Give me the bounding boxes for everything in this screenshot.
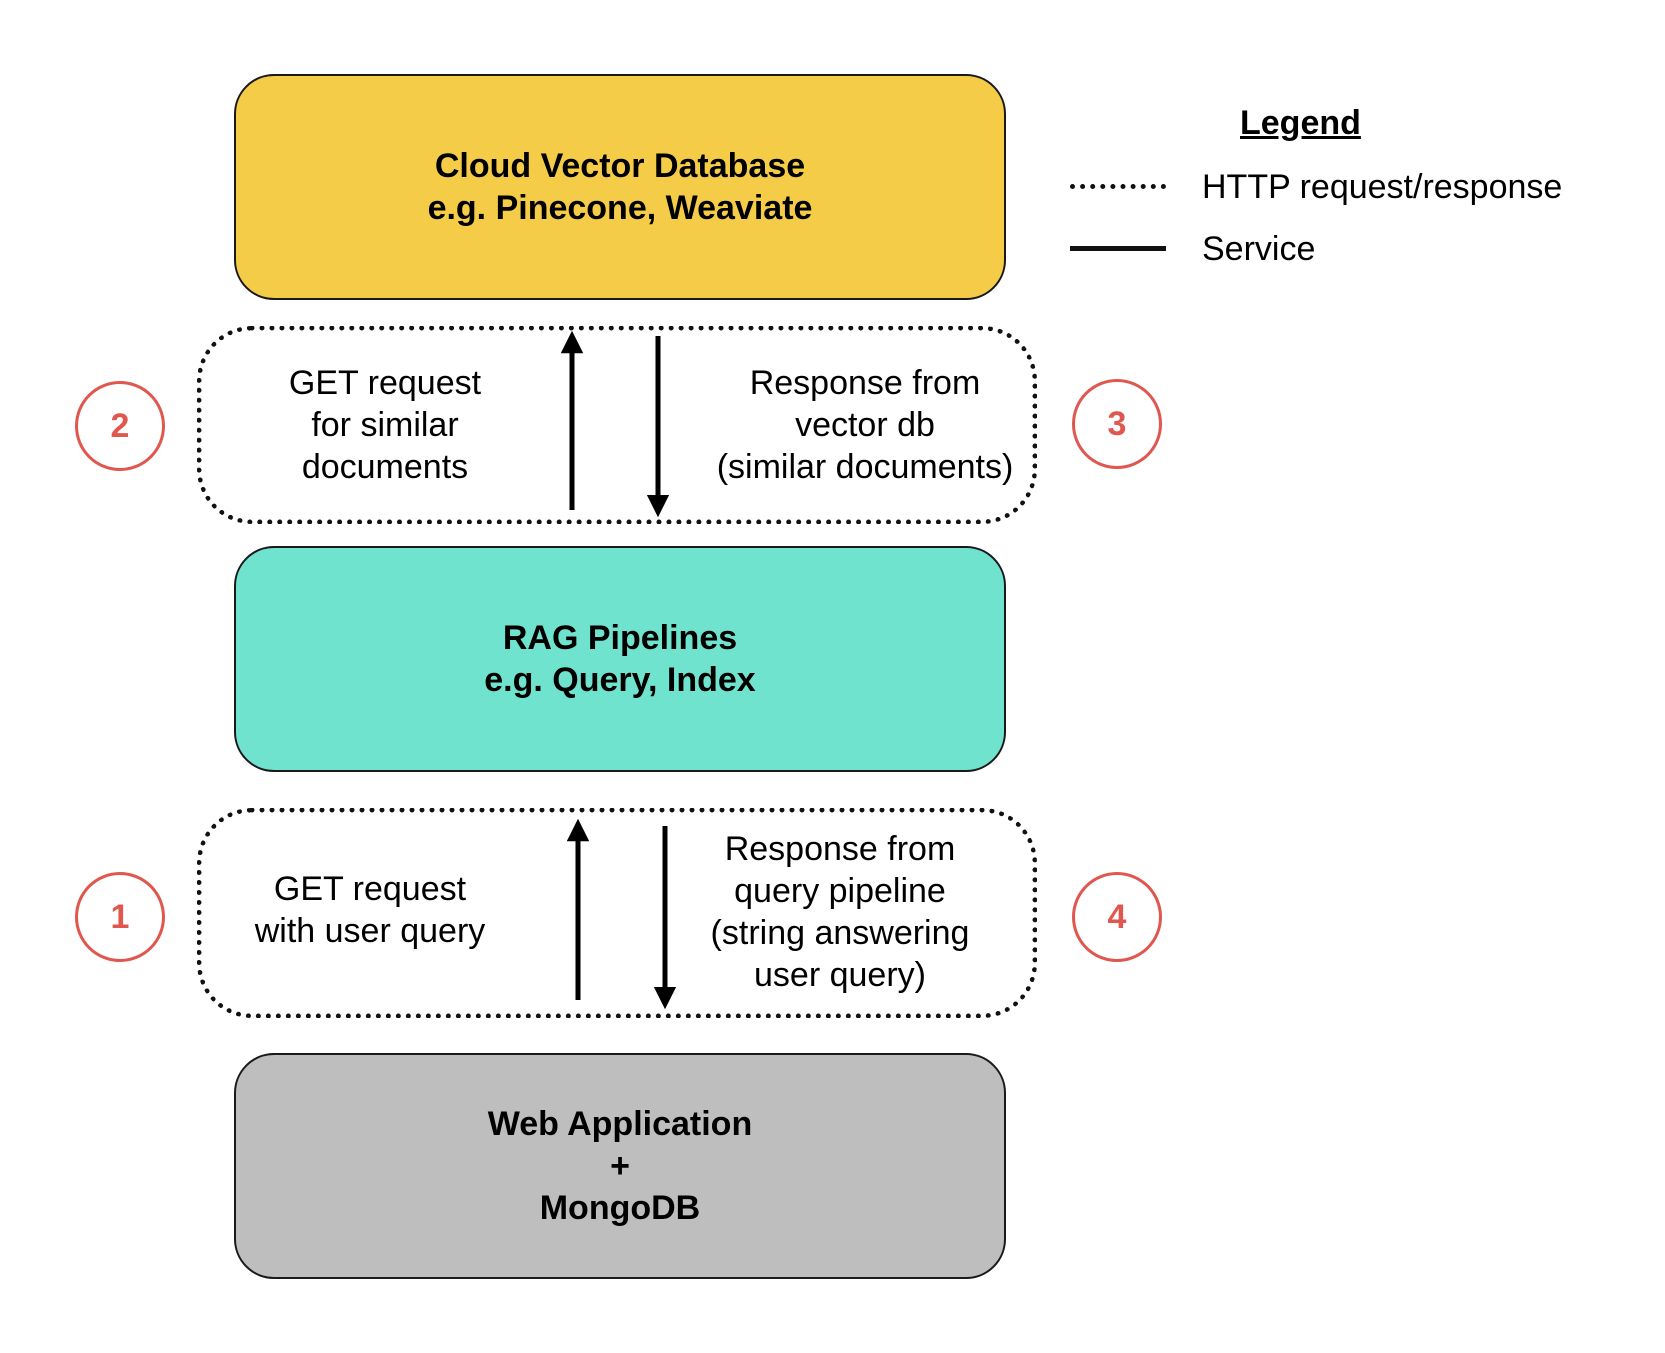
web-plus: + [610,1147,630,1185]
web-db: MongoDB [539,1189,701,1227]
query-pipeline-response-text: Response from query pipeline (string ans… [710,830,970,994]
legend-service-label: Service [1202,230,1316,268]
step-2-badge: 2 [75,381,165,471]
vector-db-response-text: Response from vector db (similar documen… [716,364,1014,486]
http-zone-rag-web [197,808,1037,1018]
step-3-badge: 3 [1072,379,1162,469]
rag-pipelines-box: RAG Pipelines e.g. Query, Index [234,546,1006,772]
rag-subtitle: e.g. Query, Index [484,661,756,699]
rag-title: RAG Pipelines [502,619,738,657]
cloud-vector-database-box: Cloud Vector Database e.g. Pinecone, Wea… [234,74,1006,300]
step-4-badge: 4 [1072,872,1162,962]
vector-db-title: Cloud Vector Database [434,147,806,185]
legend-title: Legend [1240,104,1361,142]
legend-dotted-line [1070,184,1166,189]
step-1-badge: 1 [75,872,165,962]
vector-db-subtitle: e.g. Pinecone, Weaviate [427,189,813,227]
http-zone-vector-rag [197,326,1037,524]
get-similar-documents-text: GET request for similar documents [288,364,482,486]
web-title: Web Application [487,1105,753,1143]
get-user-query-text: GET request with user query [254,870,486,950]
legend-http-label: HTTP request/response [1202,168,1563,206]
legend-solid-line [1070,246,1166,251]
web-application-box: Web Application + MongoDB [234,1053,1006,1279]
